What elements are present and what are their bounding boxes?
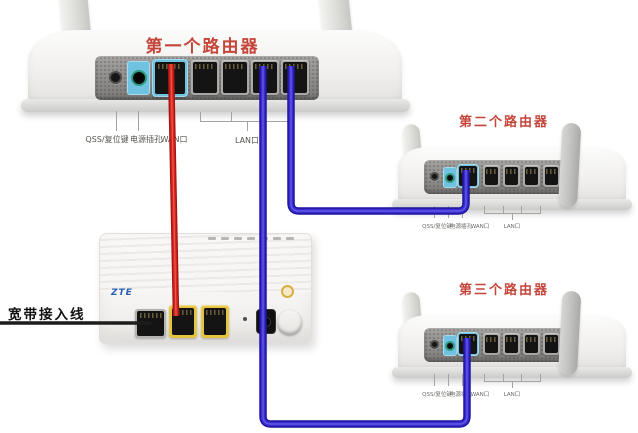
router-2-lan-slot-2 <box>505 167 518 185</box>
router-1-lan-bracket-tick-1 <box>200 112 201 121</box>
router-1-lan-port-2 <box>221 60 249 95</box>
router-3-lan-port-2 <box>503 333 520 355</box>
router-1-power-label: 电源插孔 <box>130 135 162 144</box>
modem-reset-pinhole <box>243 317 247 321</box>
router-2-lan-bracket-tick-1 <box>484 206 485 213</box>
broadband-line-label: 宽带接入线 <box>8 307 86 323</box>
router-1-tick-reset <box>116 111 117 131</box>
router-1-lan-bracket-stem <box>247 121 248 131</box>
router-1-lan-port-1 <box>191 60 219 95</box>
router-1-lan-slot-1 <box>193 62 217 93</box>
router-3-lan-port-1 <box>483 333 500 355</box>
router-2-lan-bracket-tick-3 <box>521 206 522 213</box>
router-2-lan-slot-1 <box>485 167 498 185</box>
router-3-tick-wan <box>462 374 463 386</box>
router-3-tick-reset <box>434 374 435 386</box>
router-3-lan-slot-2 <box>505 335 518 353</box>
router-2-wan-label: WAN口 <box>470 224 490 230</box>
router-1-lan-slot-2 <box>223 62 247 93</box>
router-2-base <box>392 199 632 210</box>
router-3-lan-slot-3 <box>525 335 538 353</box>
zte-logo: ZTE <box>111 288 133 298</box>
router-3-wan-slot <box>459 334 477 354</box>
router-1-qss-label: QSS/复位键 <box>85 135 129 144</box>
router-3-lan-label: LAN口 <box>503 392 521 398</box>
router-1-lan-bracket-tick-2 <box>231 112 232 121</box>
router-3-wan-port <box>457 332 479 356</box>
router-3-title: 第三个路由器 <box>458 283 549 298</box>
modem-lan-port-2 <box>201 305 229 338</box>
modem-lan-slot-2 <box>204 308 226 335</box>
router-1-lan-label: LAN口 <box>234 136 260 145</box>
router-2-lan-slot-3 <box>525 167 538 185</box>
router-3-tick-power <box>448 374 449 386</box>
router-1-power-jack <box>127 61 150 95</box>
router-2-lan-port-1 <box>483 165 500 187</box>
router-1-reset-button <box>109 71 122 84</box>
router-3-lan-bracket-tick-2 <box>503 374 504 381</box>
router-3-power-pin <box>445 340 455 351</box>
router-3-lan-port-4 <box>543 333 560 355</box>
router-3-lan-slot-4 <box>545 335 558 353</box>
router-2-lan-port-2 <box>503 165 520 187</box>
router-2-title: 第二个路由器 <box>458 115 549 130</box>
router-2-lan-bracket-tick-2 <box>503 206 504 213</box>
router-2-lan-label: LAN口 <box>503 224 521 230</box>
router-2-lan-port-4 <box>543 165 560 187</box>
router-1-tick-power <box>138 111 139 131</box>
router-3-wan-label: WAN口 <box>470 392 490 398</box>
router-3-reset-button <box>430 340 439 349</box>
router-3-lan-bracket-tick-1 <box>484 374 485 381</box>
router-1-title: 第一个路由器 <box>145 37 260 57</box>
router-3-lan-port-3 <box>523 333 540 355</box>
router-3-lan-bracket-stem <box>512 381 513 388</box>
router-1-power-pin <box>130 70 147 86</box>
router-3-lan-bracket-tick-3 <box>521 374 522 381</box>
router-2-lan-bracket-tick-4 <box>540 206 541 213</box>
router-3-power-jack <box>443 335 457 356</box>
router-2-lan-port-3 <box>523 165 540 187</box>
router-2-lan-slot-4 <box>545 167 558 185</box>
router-2-lan-bracket-stem <box>512 213 513 220</box>
router-3-lan-slot-1 <box>485 335 498 353</box>
router-3-base <box>392 367 632 378</box>
router-3-lan-bracket-tick-4 <box>540 374 541 381</box>
